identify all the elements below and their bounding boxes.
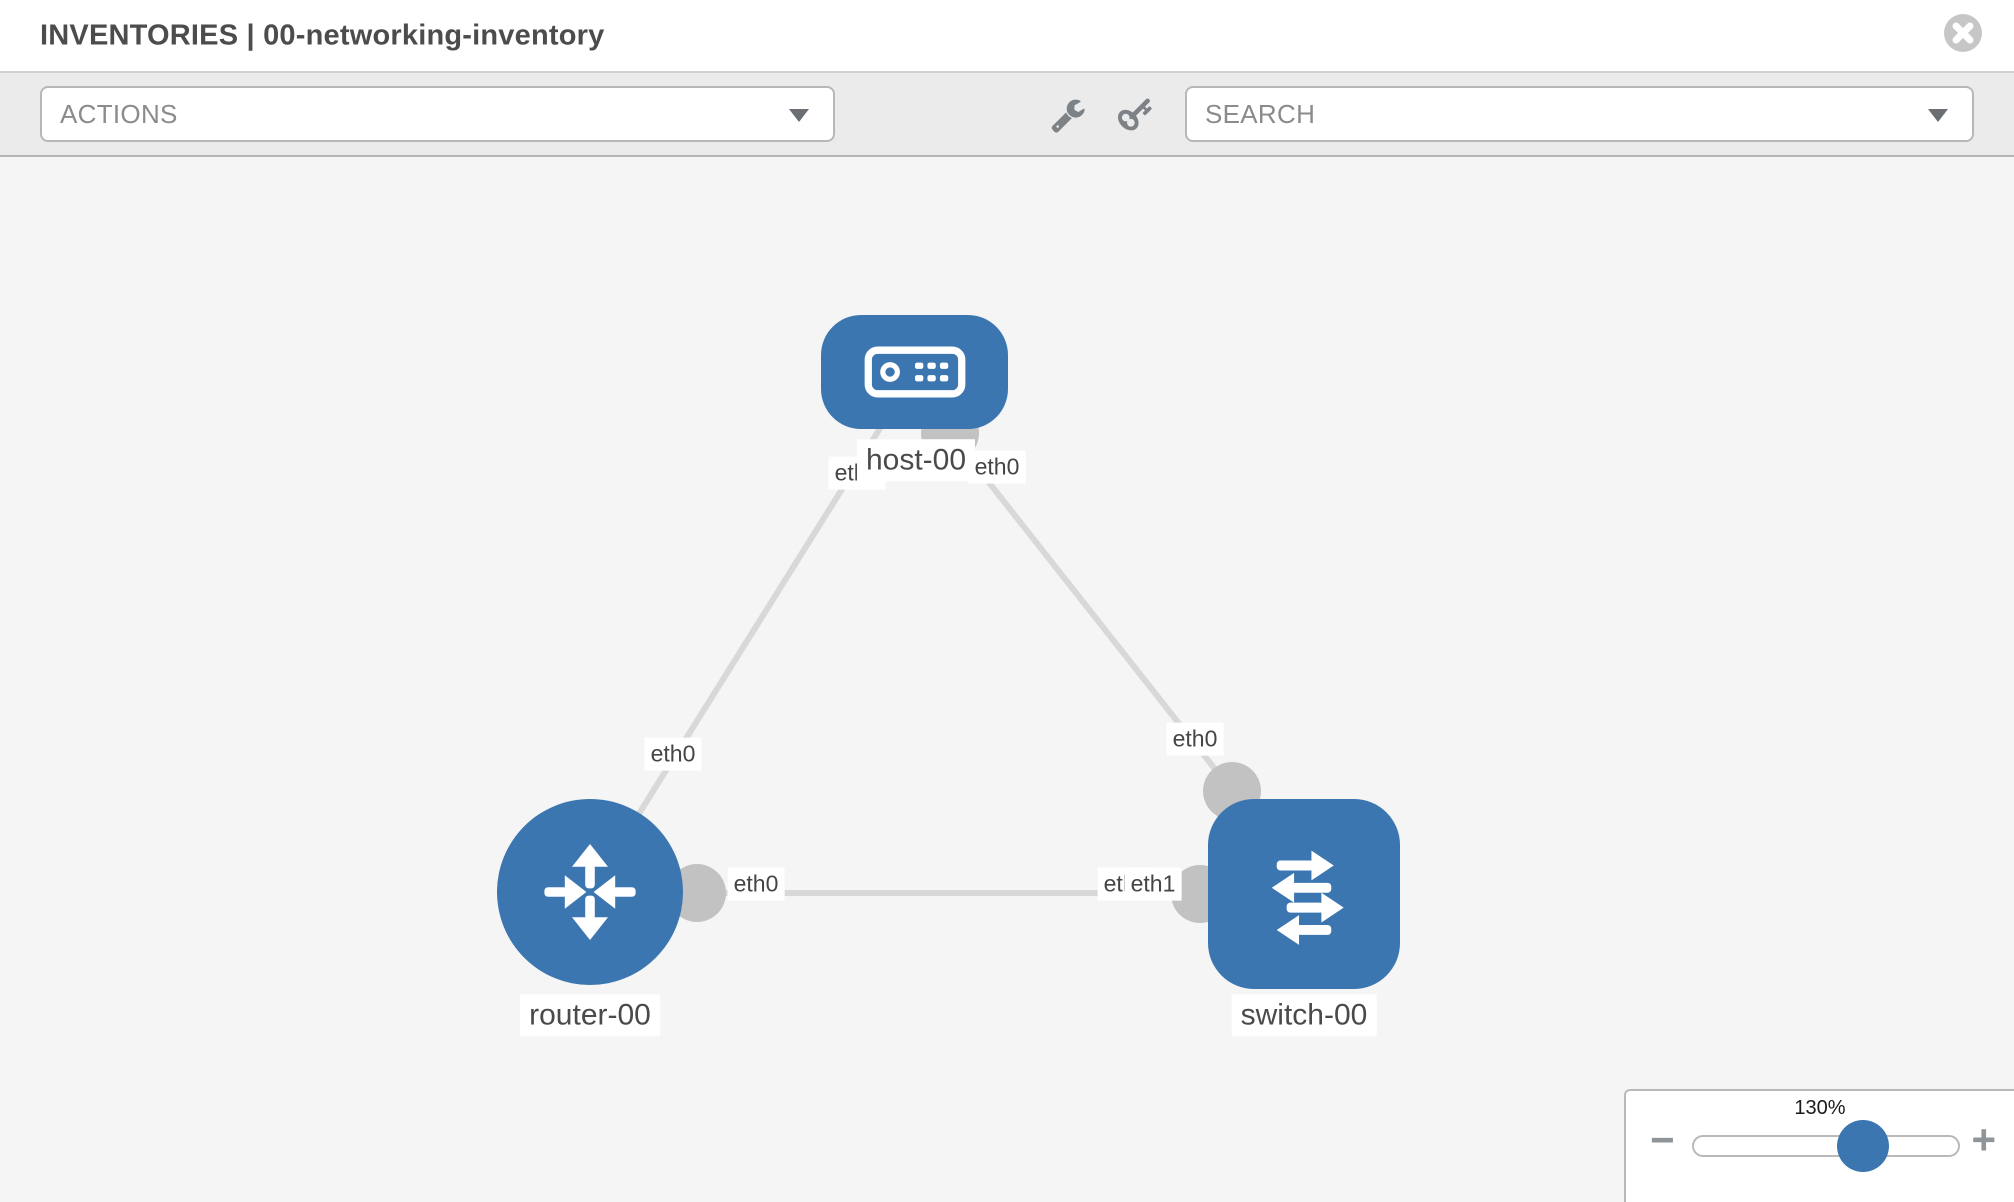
zoom-in-button[interactable]: + (1971, 1116, 1996, 1163)
interface-label-router-eth0-top: eth0 (644, 737, 702, 771)
actions-dropdown[interactable]: ACTIONS (40, 86, 835, 142)
zoom-control-panel: 130% − + (1624, 1089, 2014, 1202)
zoom-slider-thumb[interactable] (1836, 1120, 1889, 1172)
key-button[interactable] (1118, 97, 1154, 133)
chevron-down-icon (789, 109, 809, 122)
zoom-slider-track[interactable] (1692, 1120, 1960, 1172)
chevron-down-icon (1928, 109, 1948, 122)
links-layer (587, 372, 1304, 923)
interface-label-switch-eth0-top: eth0 (1166, 722, 1224, 756)
interface-label-switch-eth1: eth1 (1124, 867, 1182, 901)
interface-label-router-eth0-right: eth0 (727, 867, 785, 901)
toolbar: ACTIONS SEARCH (0, 73, 2014, 157)
node-switch-00[interactable] (1208, 799, 1400, 989)
host-icon (864, 346, 965, 398)
close-icon (1944, 14, 1982, 52)
wrench-icon (1051, 99, 1085, 133)
switch-icon (1271, 850, 1344, 945)
interface-stub-router[interactable] (668, 864, 726, 922)
topology-canvas[interactable]: host-00 router-00 switch-00 eth0 eth0 et… (0, 157, 2014, 1202)
wrench-button[interactable] (1050, 97, 1086, 133)
key-icon (1118, 98, 1152, 131)
node-label-router-00: router-00 (520, 994, 660, 1036)
search-dropdown[interactable]: SEARCH (1185, 86, 1974, 142)
search-dropdown-label: SEARCH (1205, 98, 1316, 129)
router-icon (544, 844, 636, 940)
node-router-00[interactable] (497, 799, 683, 985)
page-title: INVENTORIES | 00-networking-inventory (40, 19, 605, 51)
zoom-level-label: 130% (1794, 1097, 1846, 1119)
close-button[interactable] (1943, 13, 1983, 53)
header: INVENTORIES | 00-networking-inventory (0, 0, 2014, 73)
actions-dropdown-label: ACTIONS (60, 98, 178, 129)
node-host-00[interactable] (821, 315, 1008, 429)
interface-label-host-eth0-right: eth0 (968, 450, 1026, 484)
zoom-out-button[interactable]: − (1650, 1116, 1675, 1163)
node-label-switch-00: switch-00 (1231, 994, 1377, 1036)
node-label-host-00: host-00 (856, 439, 976, 481)
